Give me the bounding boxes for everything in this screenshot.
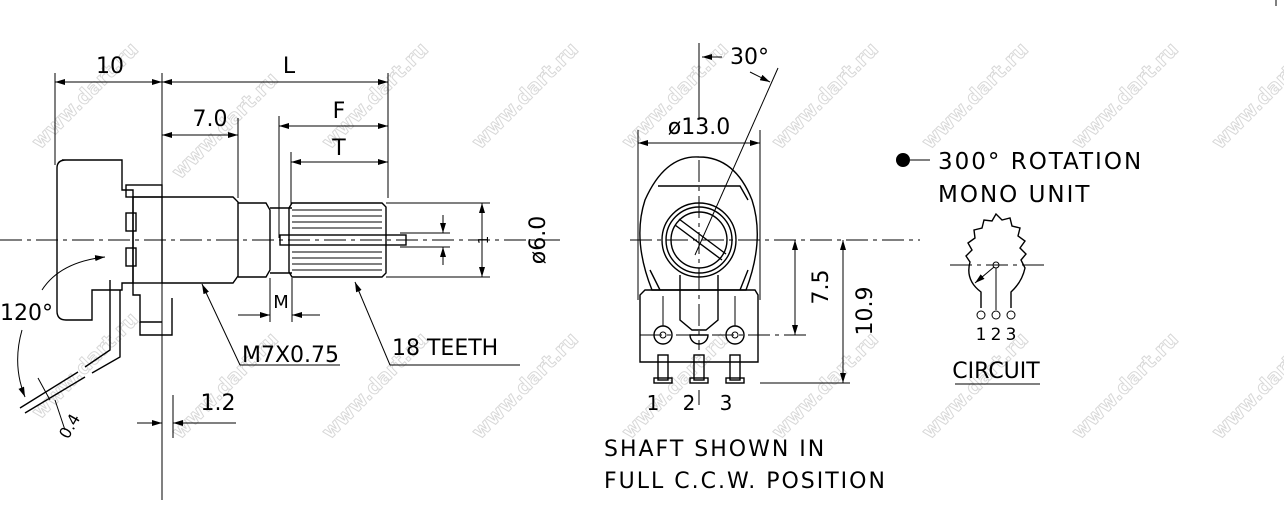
circuit-symbol: 1 2 3 CIRCUIT: [950, 212, 1045, 385]
dim-body-dia: ø13.0: [668, 115, 730, 140]
dim-angle-120: 120°: [0, 301, 53, 326]
svg-text:www.dart.ru: www.dart.ru: [767, 327, 883, 443]
dim-angle-30: 30°: [730, 45, 769, 70]
bullet-icon: [896, 153, 910, 167]
dim-teeth: 18 TEETH: [392, 336, 498, 361]
dim-bushing: 7.0: [193, 107, 228, 132]
svg-text:www.dart.ru: www.dart.ru: [467, 37, 583, 153]
svg-text:www.dart.ru: www.dart.ru: [917, 37, 1033, 153]
dim-tab: 0.4: [55, 410, 84, 442]
front-view: 30° ø13.0 7.5 10.9 1 2 3 SHAFT SHOWN IN …: [604, 43, 920, 494]
note-line-1: SHAFT SHOWN IN: [604, 437, 826, 462]
circuit-pin-1: 1: [976, 325, 987, 345]
legend-rotation: 300° ROTATION: [938, 149, 1143, 175]
svg-text:www.dart.ru: www.dart.ru: [1067, 327, 1183, 443]
pin-label-3: 3: [720, 391, 733, 415]
pin-label-1: 1: [647, 391, 660, 415]
dim-center-height: 7.5: [809, 270, 834, 305]
svg-text:www.dart.ru: www.dart.ru: [27, 37, 143, 153]
dim-thread: M7X0.75: [242, 343, 339, 368]
dim-shaft-dia: ø6.0: [526, 216, 551, 264]
svg-text:www.dart.ru: www.dart.ru: [1207, 327, 1284, 443]
dim-knob-depth: 10: [96, 54, 124, 79]
circuit-pin-2: 2: [991, 325, 1002, 345]
dim-m: M: [273, 292, 289, 313]
pins: [653, 354, 745, 384]
note-line-2: FULL C.C.W. POSITION: [604, 469, 887, 494]
dim-t: T: [331, 136, 346, 161]
side-view: 10 L 7.0 F T 1 ø6.0 120° M7X0.75 18 TEET…: [0, 54, 560, 500]
svg-text:www.dart.ru: www.dart.ru: [617, 327, 733, 443]
legend: 300° ROTATION MONO UNIT: [896, 149, 1143, 208]
circuit-label: CIRCUIT: [952, 359, 1040, 384]
legend-unit: MONO UNIT: [938, 182, 1091, 208]
dim-total-height: 10.9: [853, 287, 878, 336]
dim-f: F: [333, 99, 346, 124]
dim-length: L: [283, 54, 296, 79]
svg-text:www.dart.ru: www.dart.ru: [767, 37, 883, 153]
pin-label-2: 2: [683, 391, 696, 415]
svg-text:www.dart.ru: www.dart.ru: [1067, 37, 1183, 153]
knurl-lines: [292, 209, 382, 271]
dim-slot: 1: [477, 236, 492, 244]
dim-plate: 1.2: [201, 391, 236, 416]
svg-text:www.dart.ru: www.dart.ru: [1207, 37, 1284, 153]
circuit-pin-3: 3: [1006, 325, 1017, 345]
